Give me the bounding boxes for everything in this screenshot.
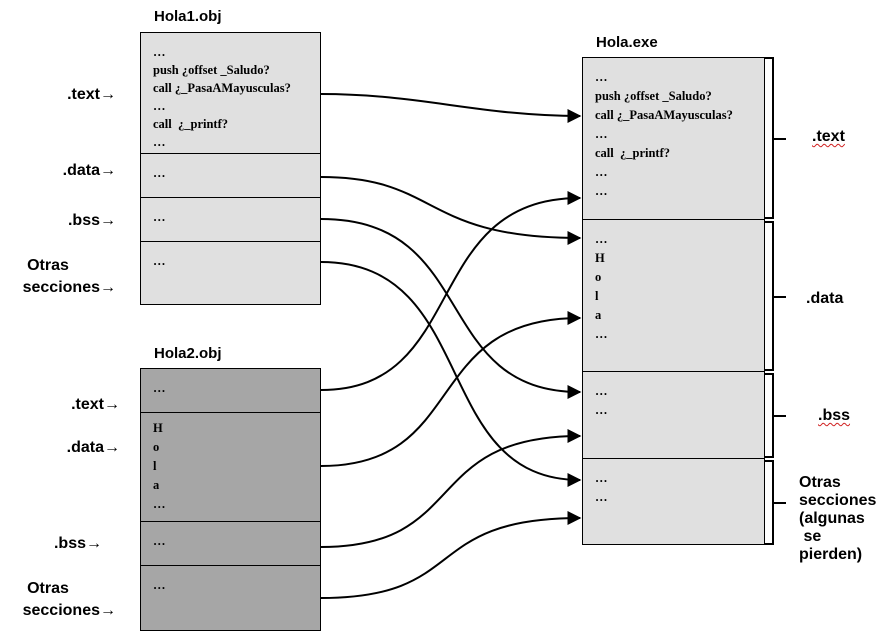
code-line: … — [595, 471, 608, 485]
code-line: … — [595, 490, 608, 504]
brace-tick-text — [772, 138, 786, 140]
exe-section-data: … H o l a … — [583, 220, 764, 372]
code-line: … — [153, 210, 166, 224]
code-line: push ¿offset _Saludo? — [153, 63, 270, 77]
code-line: … — [595, 403, 608, 417]
hola2-obj-box: … H o l a … … … — [140, 368, 321, 631]
code-line: … — [153, 45, 166, 59]
hola1-label-otras: Otras secciones→ — [10, 255, 116, 299]
exe-title: Hola.exe — [596, 34, 658, 51]
code-line: … — [153, 166, 166, 180]
exe-section-text: … push ¿offset _Saludo? call ¿_PasaAMayu… — [583, 58, 764, 220]
code-line: a — [153, 478, 160, 492]
code-line: H — [595, 251, 605, 265]
code-line: l — [595, 289, 599, 303]
code-line: H — [153, 421, 163, 435]
exe-label-otras-line: Otras — [799, 474, 841, 491]
hola2-label-text: .text→ — [71, 396, 120, 413]
brace-tick-data — [772, 296, 786, 298]
hola2-section-bss: … — [141, 522, 320, 566]
code-line: … — [595, 70, 608, 84]
hola2-label-bss: .bss→ — [53, 535, 102, 552]
exe-label-text: .text — [812, 128, 845, 145]
hola1-label-otras-line2: secciones→ — [22, 279, 116, 296]
arrow-hola1-data — [320, 176, 582, 245]
exe-box: … push ¿offset _Saludo? call ¿_PasaAMayu… — [582, 57, 765, 545]
code-line: call ¿_PasaAMayusculas? — [153, 81, 291, 95]
hola2-label-data: .data→ — [66, 439, 120, 456]
hola2-label-otras-line2: secciones→ — [22, 602, 116, 619]
hola1-section-otras: … — [141, 242, 320, 304]
code-line: o — [153, 440, 160, 454]
code-line: … — [595, 184, 608, 198]
code-line: … — [153, 578, 166, 592]
hola1-section-bss: … — [141, 198, 320, 242]
code-line: … — [595, 384, 608, 398]
arrow-hola2-bss — [320, 429, 582, 548]
arrow-hola2-otras — [320, 511, 582, 599]
exe-label-otras-line: pierden) — [799, 546, 863, 563]
hola1-label-otras-line1: Otras — [27, 257, 69, 274]
code-line: … — [595, 327, 608, 341]
code-line: … — [153, 534, 166, 548]
hola2-section-data: H o l a … — [141, 413, 320, 522]
hola2-label-otras: Otras secciones→ — [10, 578, 116, 622]
code-line: push ¿offset _Saludo? — [595, 89, 712, 103]
code-line: … — [153, 381, 166, 395]
code-line: call ¿_printf? — [153, 117, 228, 131]
code-line: … — [153, 99, 166, 113]
code-line: … — [153, 497, 166, 511]
hola2-section-text: … — [141, 369, 320, 413]
code-line: l — [153, 459, 157, 473]
exe-section-bss: … … — [583, 372, 764, 459]
arrow-hola1-otras — [320, 261, 582, 487]
hola1-title: Hola1.obj — [154, 8, 222, 25]
hola2-title: Hola2.obj — [154, 345, 222, 362]
exe-label-data: .data — [806, 290, 844, 307]
brace-tick-otras — [772, 502, 786, 504]
arrow-hola2-data — [320, 311, 582, 467]
hola1-section-text: … push ¿offset _Saludo? call ¿_PasaAMayu… — [141, 33, 320, 154]
code-line: … — [595, 232, 608, 246]
exe-section-otras: … … — [583, 459, 764, 544]
arrow-hola2-text — [320, 191, 582, 391]
exe-label-otras-line: (algunas — [799, 510, 865, 527]
hola2-section-otras: … — [141, 566, 320, 630]
code-line: o — [595, 270, 602, 284]
hola1-label-bss: .bss→ — [67, 212, 116, 229]
brace-tick-bss — [772, 415, 786, 417]
exe-label-otras-line: secciones — [799, 492, 877, 509]
hola1-label-data: .data→ — [62, 162, 116, 179]
exe-label-otras: Otras secciones (algunas se pierden) — [799, 474, 876, 564]
code-line: … — [595, 165, 608, 179]
code-line: call ¿_printf? — [595, 146, 670, 160]
hola1-label-text: .text→ — [67, 86, 116, 103]
exe-label-bss: .bss — [818, 407, 851, 424]
hola2-label-otras-line1: Otras — [27, 580, 69, 597]
code-line: … — [153, 135, 166, 149]
arrow-hola1-text — [320, 93, 582, 123]
arrow-hola1-bss — [320, 218, 582, 399]
code-line: … — [595, 127, 608, 141]
code-line: call ¿_PasaAMayusculas? — [595, 108, 733, 122]
exe-label-otras-line: se — [799, 528, 822, 545]
hola1-section-data: … — [141, 154, 320, 198]
hola1-obj-box: … push ¿offset _Saludo? call ¿_PasaAMayu… — [140, 32, 321, 305]
code-line: … — [153, 254, 166, 268]
code-line: a — [595, 308, 602, 322]
